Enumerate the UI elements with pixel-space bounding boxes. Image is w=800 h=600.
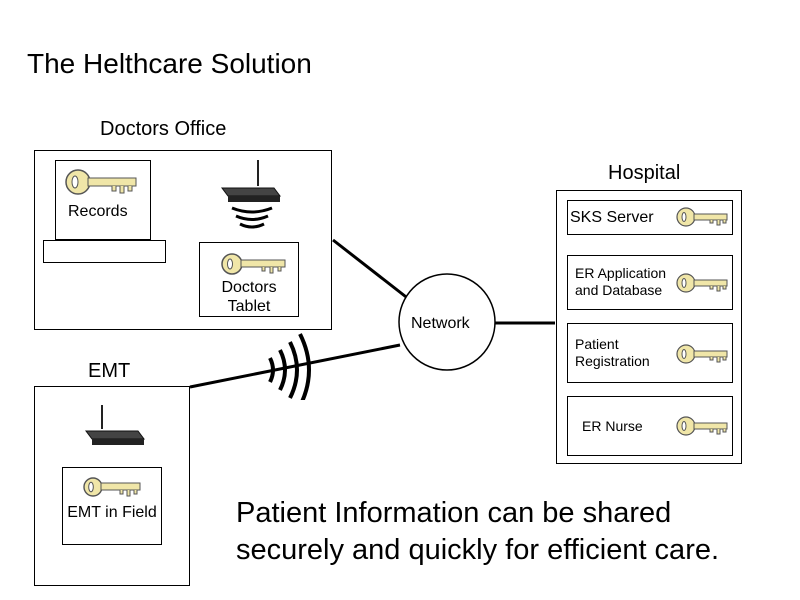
network-label: Network	[411, 315, 470, 332]
wireless-router-icon	[221, 160, 281, 229]
network-node	[398, 273, 496, 371]
key-icon	[83, 477, 141, 497]
hospital-item-label: SKS Server	[570, 209, 654, 226]
records-label: Records	[68, 203, 128, 220]
hospital-item-label: ER Nurse	[582, 418, 643, 434]
key-icon	[221, 253, 286, 275]
key-icon	[676, 273, 728, 293]
summary-statement: Patient Information can be shared secure…	[236, 497, 720, 566]
wireless-signal-icon	[268, 333, 311, 400]
office-to-network-line	[332, 238, 411, 302]
hospital-heading: Hospital	[608, 162, 681, 184]
hospital-item-label: ER Application and Database	[575, 265, 667, 298]
wireless-router-icon	[85, 405, 145, 445]
key-icon	[676, 344, 728, 364]
key-icon	[65, 169, 137, 195]
page-title: The Helthcare Solution	[27, 48, 312, 79]
emt-in-field-label: EMT in Field	[67, 504, 157, 521]
records-computer-base	[43, 240, 166, 263]
emt-box	[34, 386, 190, 586]
hospital-item-label: Patient Registration	[575, 336, 650, 369]
key-icon	[676, 416, 728, 436]
doctors-tablet-panel	[199, 242, 299, 317]
doctors-office-heading: Doctors Office	[100, 118, 227, 140]
doctors-tablet-label: Doctors Tablet	[221, 279, 277, 315]
emt-heading: EMT	[88, 360, 131, 382]
key-icon	[676, 207, 728, 227]
emt-device-panel	[62, 467, 162, 545]
